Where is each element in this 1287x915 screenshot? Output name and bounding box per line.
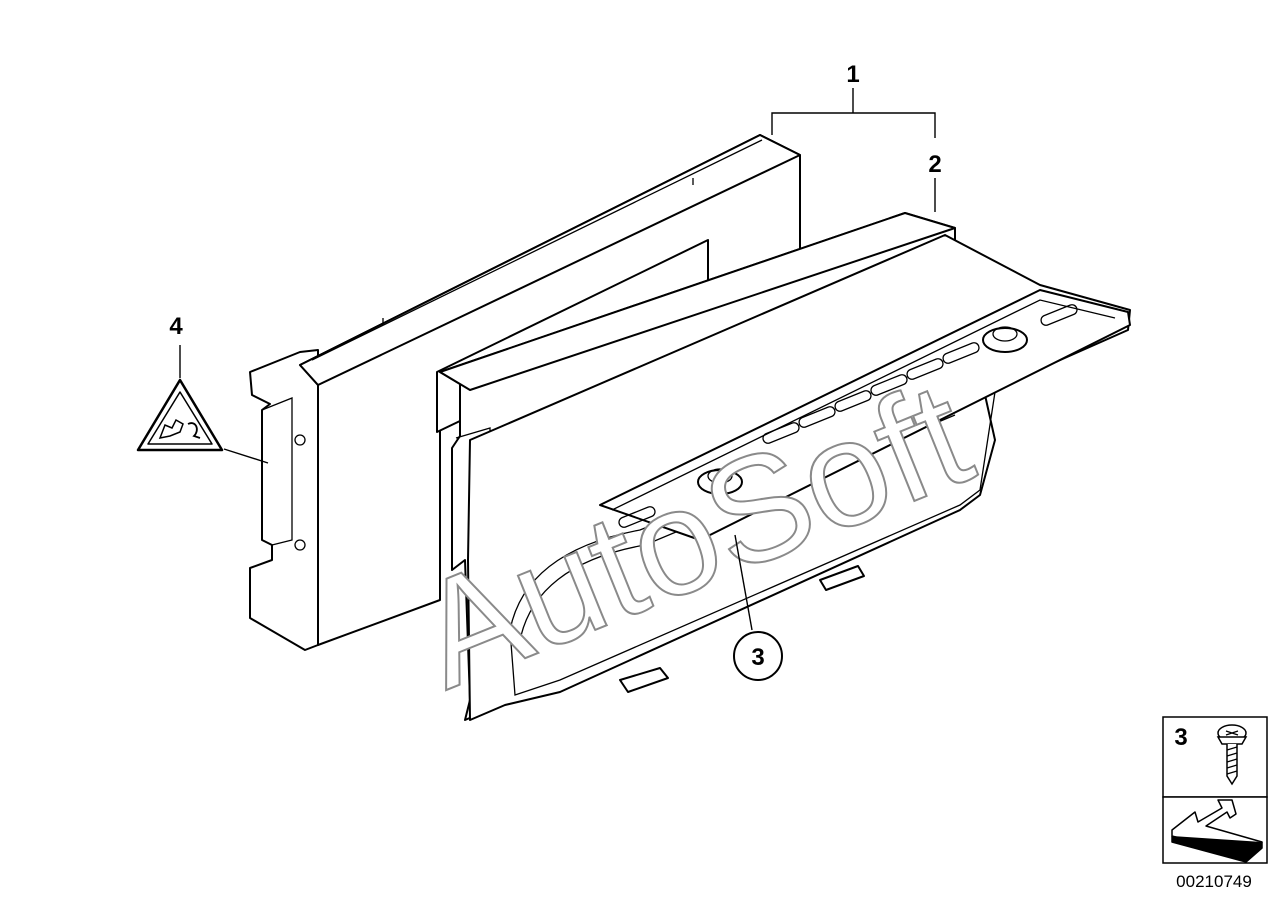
callout-3-circle: 3 <box>733 631 783 681</box>
callout-3: 3 <box>751 644 764 671</box>
screw-boss-right <box>982 326 1028 353</box>
callout-2: 2 <box>928 151 941 178</box>
leader-lines <box>179 88 936 631</box>
callout-4: 4 <box>169 313 183 340</box>
screw-boss-left <box>697 468 743 495</box>
diagram-reference-number: 00210749 <box>1176 872 1252 891</box>
visor-vents <box>618 304 1078 528</box>
warning-label-icon <box>136 378 224 452</box>
legend-box: 3 <box>1162 716 1268 864</box>
screw-icon <box>1216 724 1248 786</box>
instrument-cluster <box>439 212 1131 721</box>
callout-1: 1 <box>846 61 859 88</box>
legend-item-number: 3 <box>1174 724 1187 751</box>
direction-arrow-icon <box>1171 799 1263 863</box>
